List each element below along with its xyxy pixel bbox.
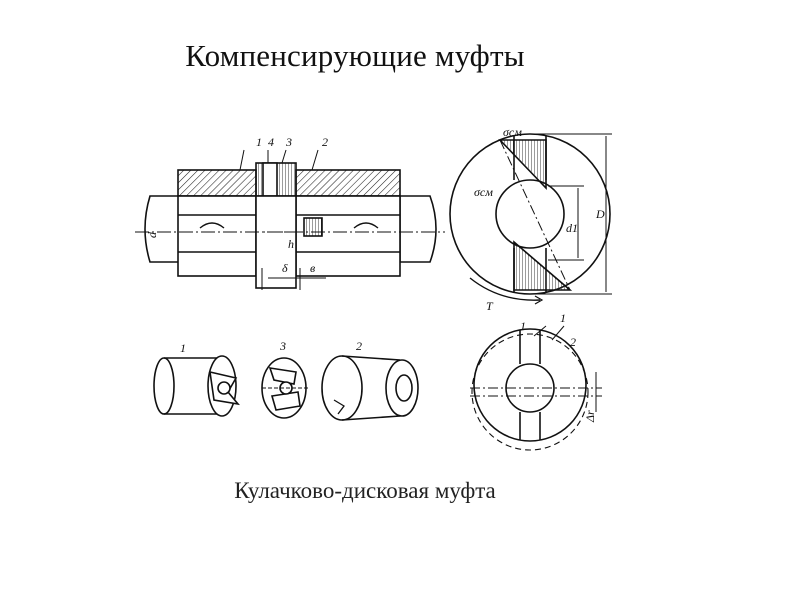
- label-exploded-part-2: 2: [356, 339, 362, 353]
- offset-view-labels: 1 1 2 Δr: [520, 311, 597, 423]
- offset-end-view: [470, 325, 602, 451]
- assembly-labels: 1 4 3 2 d h δ в: [145, 135, 328, 275]
- half-coupling-2-illustration: [321, 355, 419, 421]
- label-offset-part-1b: 1: [560, 311, 566, 325]
- label-shaft-diameter: d: [145, 231, 159, 238]
- floating-disc-3-illustration: [261, 357, 308, 419]
- label-gap: δ: [282, 261, 288, 275]
- label-bearing-stress-top: σсм: [503, 125, 522, 139]
- assembly-section-view: [135, 149, 445, 290]
- label-width: в: [310, 261, 315, 275]
- figure-caption: Кулачково-дисковая муфта: [234, 478, 496, 503]
- label-part-4: 4: [268, 135, 274, 149]
- label-height: h: [288, 237, 294, 251]
- parts-labels: 1 3 2: [180, 339, 362, 355]
- label-part-2: 2: [322, 135, 328, 149]
- end-view-stress-diagram: [449, 133, 612, 305]
- label-torque: T: [486, 299, 494, 313]
- label-offset-part-2: 2: [570, 335, 576, 349]
- exploded-parts-view: [153, 355, 419, 421]
- label-part-3: 3: [285, 135, 292, 149]
- label-exploded-part-3: 3: [279, 339, 286, 353]
- half-coupling-1-illustration: [153, 355, 240, 417]
- label-part-1: 1: [256, 135, 262, 149]
- label-inner-diameter: d1: [566, 221, 578, 235]
- label-exploded-part-1: 1: [180, 341, 186, 355]
- label-bearing-stress-middle: σсм: [474, 185, 493, 199]
- slide-title: Компенсирующие муфты: [185, 38, 525, 73]
- label-offset-part-1a: 1: [520, 319, 526, 333]
- end-view-labels: σсм σсм D d1 T: [474, 125, 605, 313]
- label-radial-offset: Δr: [583, 410, 597, 423]
- label-outer-diameter: D: [595, 207, 605, 221]
